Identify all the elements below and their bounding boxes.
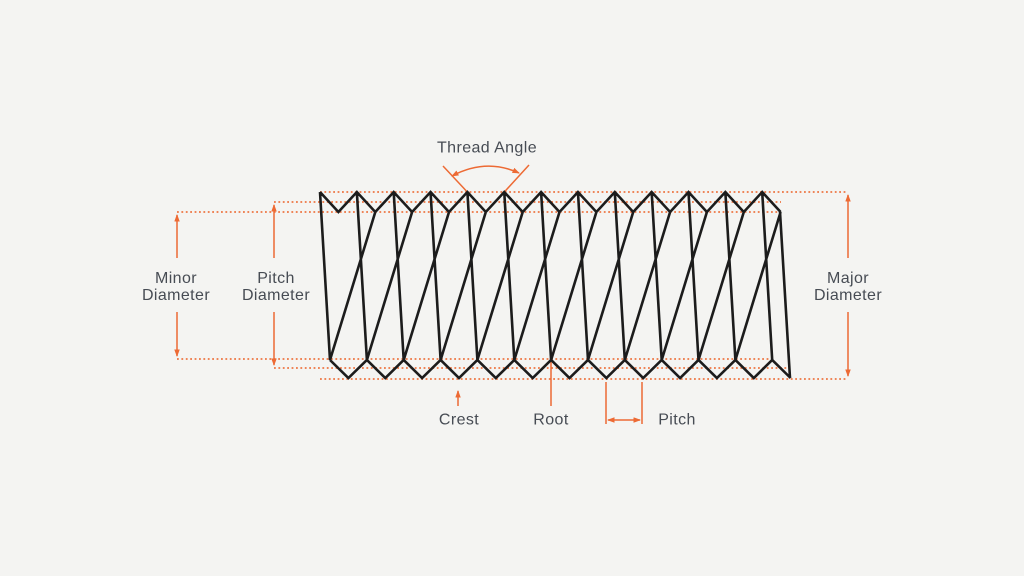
major-diameter-label: Major Diameter — [813, 270, 883, 304]
thread-profile — [318, 190, 792, 380]
thread-angle-label: Thread Angle — [437, 139, 537, 157]
minor-diameter-label: Minor Diameter — [141, 270, 211, 304]
crest-label: Crest — [438, 411, 480, 429]
thread-angle-arc — [451, 165, 520, 177]
pitch-label: Pitch — [658, 411, 696, 429]
root-label: Root — [533, 411, 569, 429]
thread-profile-path — [318, 190, 792, 380]
pitch-diameter-label: Pitch Diameter — [241, 270, 311, 304]
